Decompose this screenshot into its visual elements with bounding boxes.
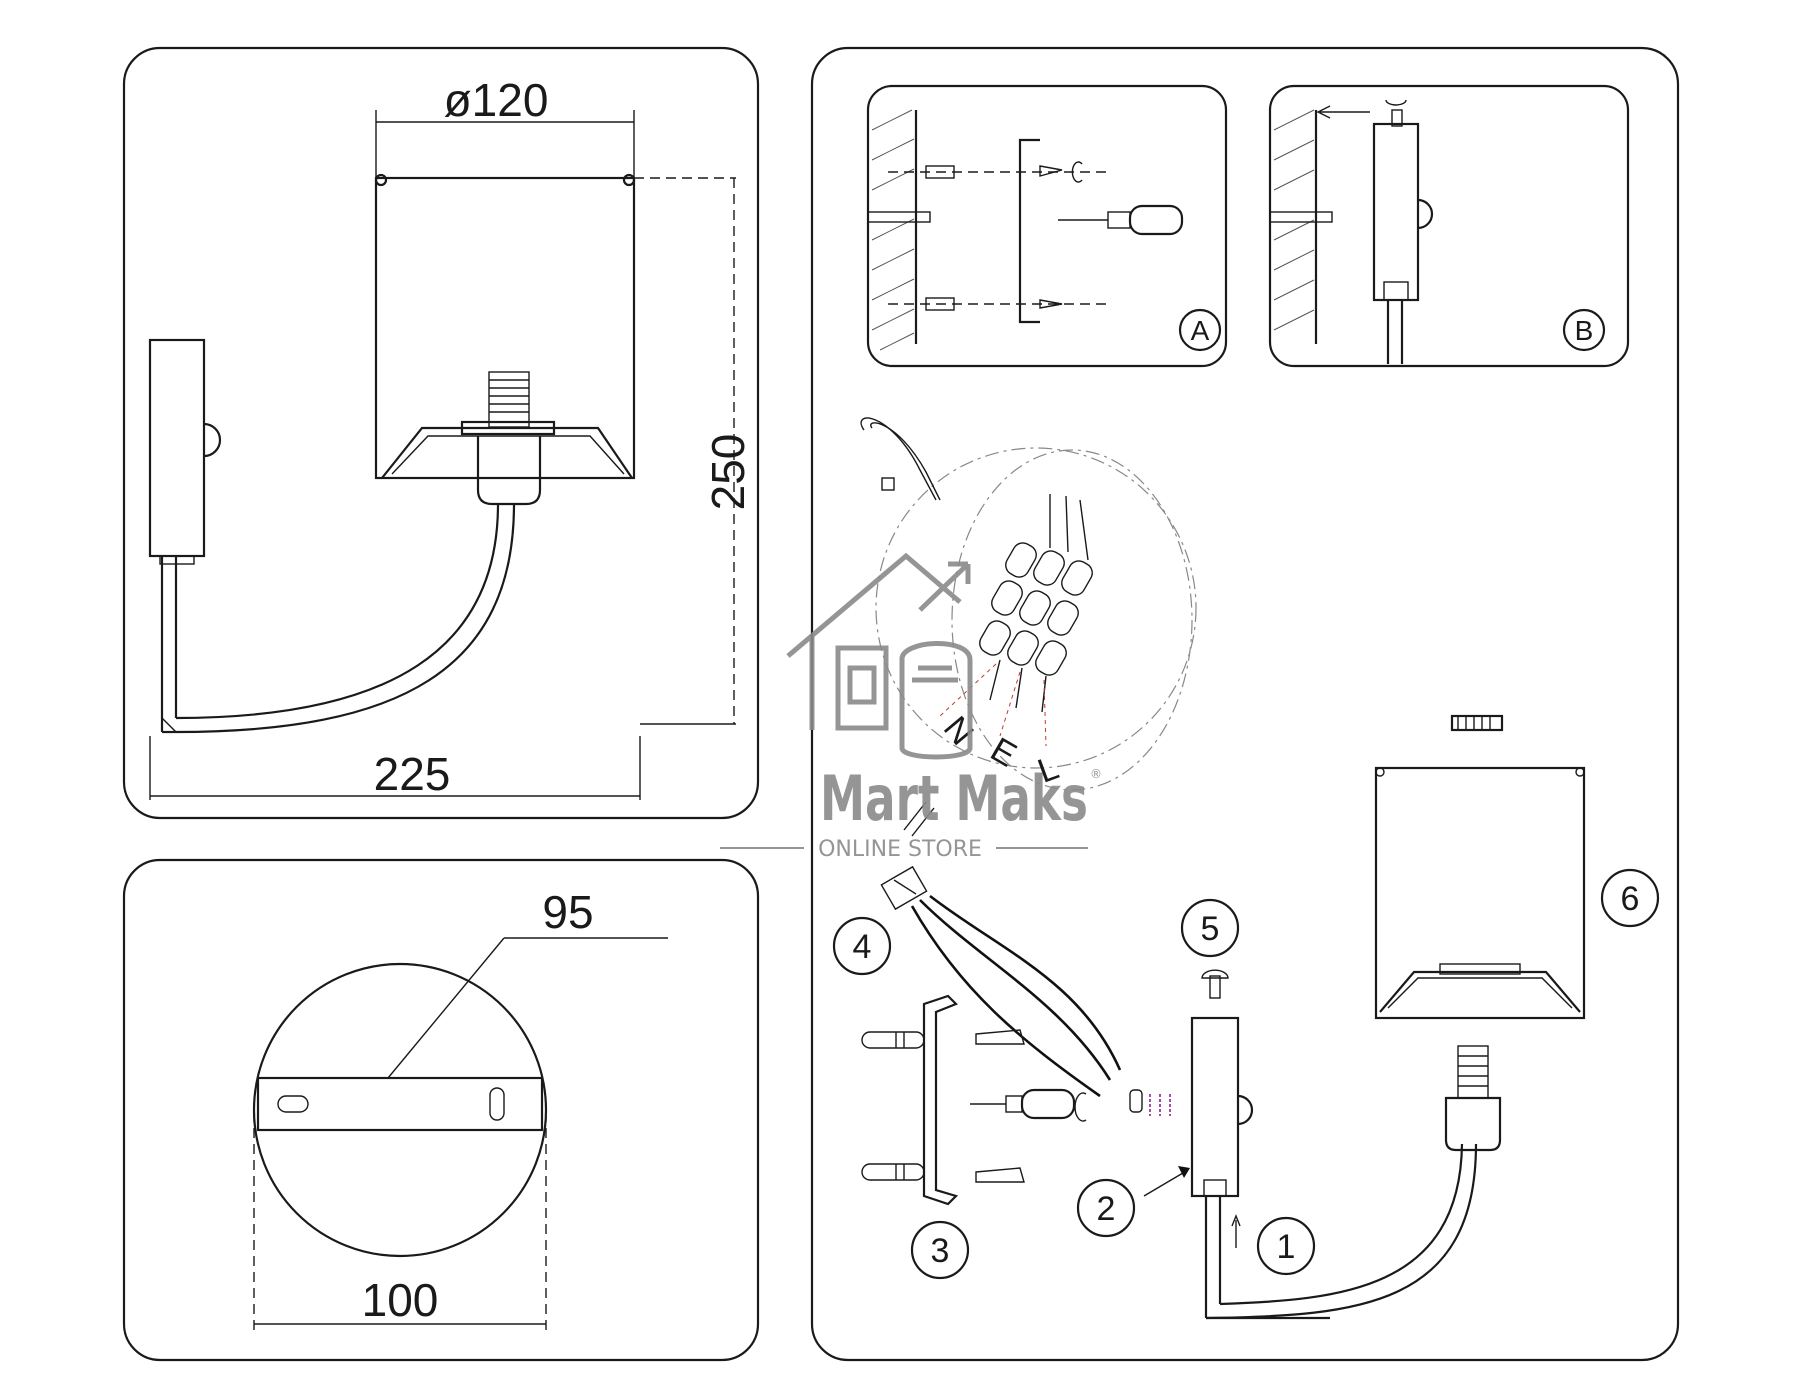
svg-text:5: 5 [1201, 910, 1220, 948]
detail-b: B [1268, 84, 1630, 368]
watermark: Mart Maks ® ONLINE STORE [720, 552, 1102, 862]
wiring-detail: N E L [860, 417, 1197, 791]
terminal-wires [880, 801, 1171, 1116]
svg-text:2: 2 [1097, 1190, 1116, 1228]
wall-box-assembly [1143, 969, 1478, 1320]
watermark-brand: Mart Maks [820, 762, 1088, 835]
panel-side-dimensions: ø120 250 225 [122, 46, 760, 820]
step-4-marker: 4 [832, 916, 892, 976]
svg-text:1: 1 [1277, 1228, 1296, 1266]
panel-wall-plate: 95 100 [122, 858, 760, 1362]
dim-projection: 225 [374, 748, 451, 800]
shade-assembly [1374, 714, 1586, 1152]
dim-plate-diameter: 100 [362, 1274, 439, 1326]
watermark-registered-mark: ® [1090, 767, 1102, 781]
wire-label-n: N [936, 709, 981, 752]
step-6-marker: 6 [1600, 868, 1660, 928]
dim-plate-width: 95 [542, 886, 593, 938]
step-markers: 1 2 3 4 5 6 [832, 868, 1660, 1280]
house-logo-icon [786, 552, 973, 760]
svg-text:4: 4 [853, 928, 872, 966]
step-2-marker: 2 [1076, 1178, 1136, 1238]
mounting-bracket [861, 994, 1087, 1206]
step-5-marker: 5 [1180, 898, 1240, 958]
svg-text:3: 3 [931, 1232, 950, 1270]
detail-a: A [866, 84, 1228, 368]
dim-height: 250 [702, 434, 754, 511]
step-1-marker: 1 [1256, 1216, 1316, 1276]
step-3-marker: 3 [910, 1220, 970, 1280]
panel-installation: A B [810, 46, 1680, 1362]
detail-b-label: B [1575, 315, 1594, 346]
watermark-subtitle: ONLINE STORE [818, 837, 982, 862]
dim-shade-diameter: ø120 [444, 74, 549, 126]
detail-a-label: A [1191, 315, 1210, 346]
svg-text:6: 6 [1621, 880, 1640, 918]
